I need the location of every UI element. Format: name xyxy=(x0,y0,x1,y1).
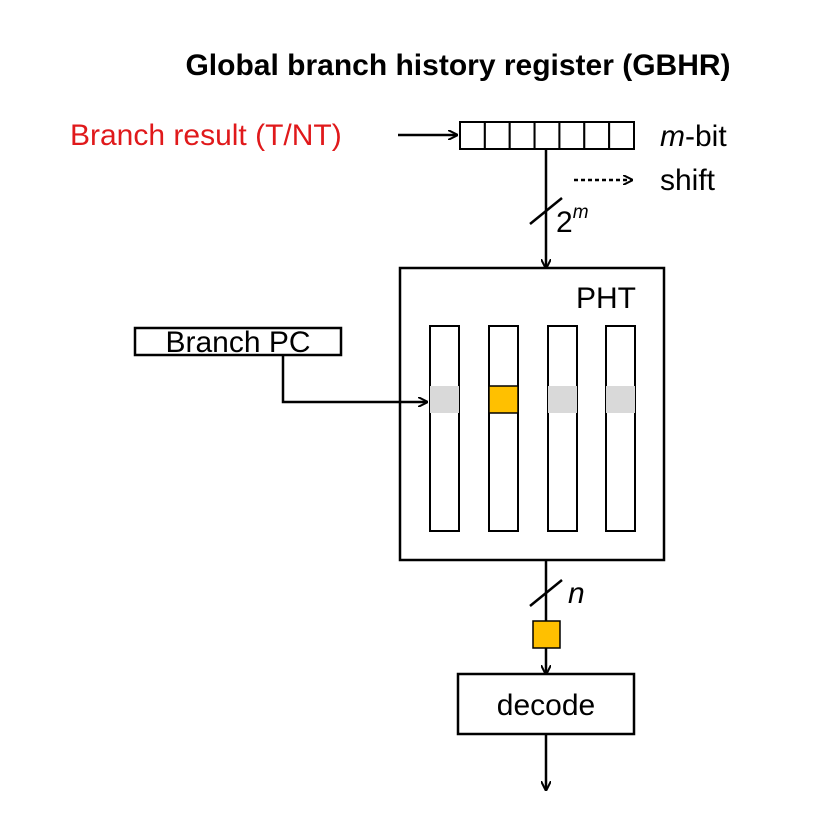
branch-pc-box xyxy=(133,326,343,357)
gbhr-register xyxy=(459,121,636,150)
gbhr-cell xyxy=(533,121,561,150)
gbhr-cell xyxy=(608,121,636,150)
pht-entry xyxy=(548,386,577,413)
diagram-title: Global branch history register (GBHR) xyxy=(185,49,730,82)
decode-label: decode xyxy=(497,689,595,722)
gbhr-cell xyxy=(508,121,536,150)
decode-box xyxy=(456,672,636,736)
pht-column xyxy=(605,325,636,532)
pht-entry xyxy=(430,386,459,413)
output-width-slash xyxy=(529,579,563,607)
pht-entry xyxy=(606,386,635,413)
pht-column xyxy=(547,325,578,532)
branch-pc-arrow xyxy=(281,355,427,402)
gbhr-cell xyxy=(583,121,611,150)
output-width-label: n xyxy=(568,577,585,610)
gbhr-cell xyxy=(483,121,511,150)
pht-column xyxy=(488,325,519,532)
gbhr-cell xyxy=(558,121,586,150)
pht-entry-selected xyxy=(488,385,519,414)
pht-label: PHT xyxy=(576,282,636,315)
pht-column xyxy=(429,325,460,532)
shift-label: shift xyxy=(660,164,716,197)
pht-columns xyxy=(429,325,636,532)
index-width-slash xyxy=(529,197,563,225)
branch-pc-label: Branch PC xyxy=(165,326,310,359)
index-width-label: 2m xyxy=(556,202,589,239)
branch-result-label: Branch result (T/NT) xyxy=(70,119,342,152)
gbhr-bits-label: m-bit xyxy=(660,120,727,153)
gbhr-cell xyxy=(459,121,486,150)
selected-counter xyxy=(532,620,561,649)
